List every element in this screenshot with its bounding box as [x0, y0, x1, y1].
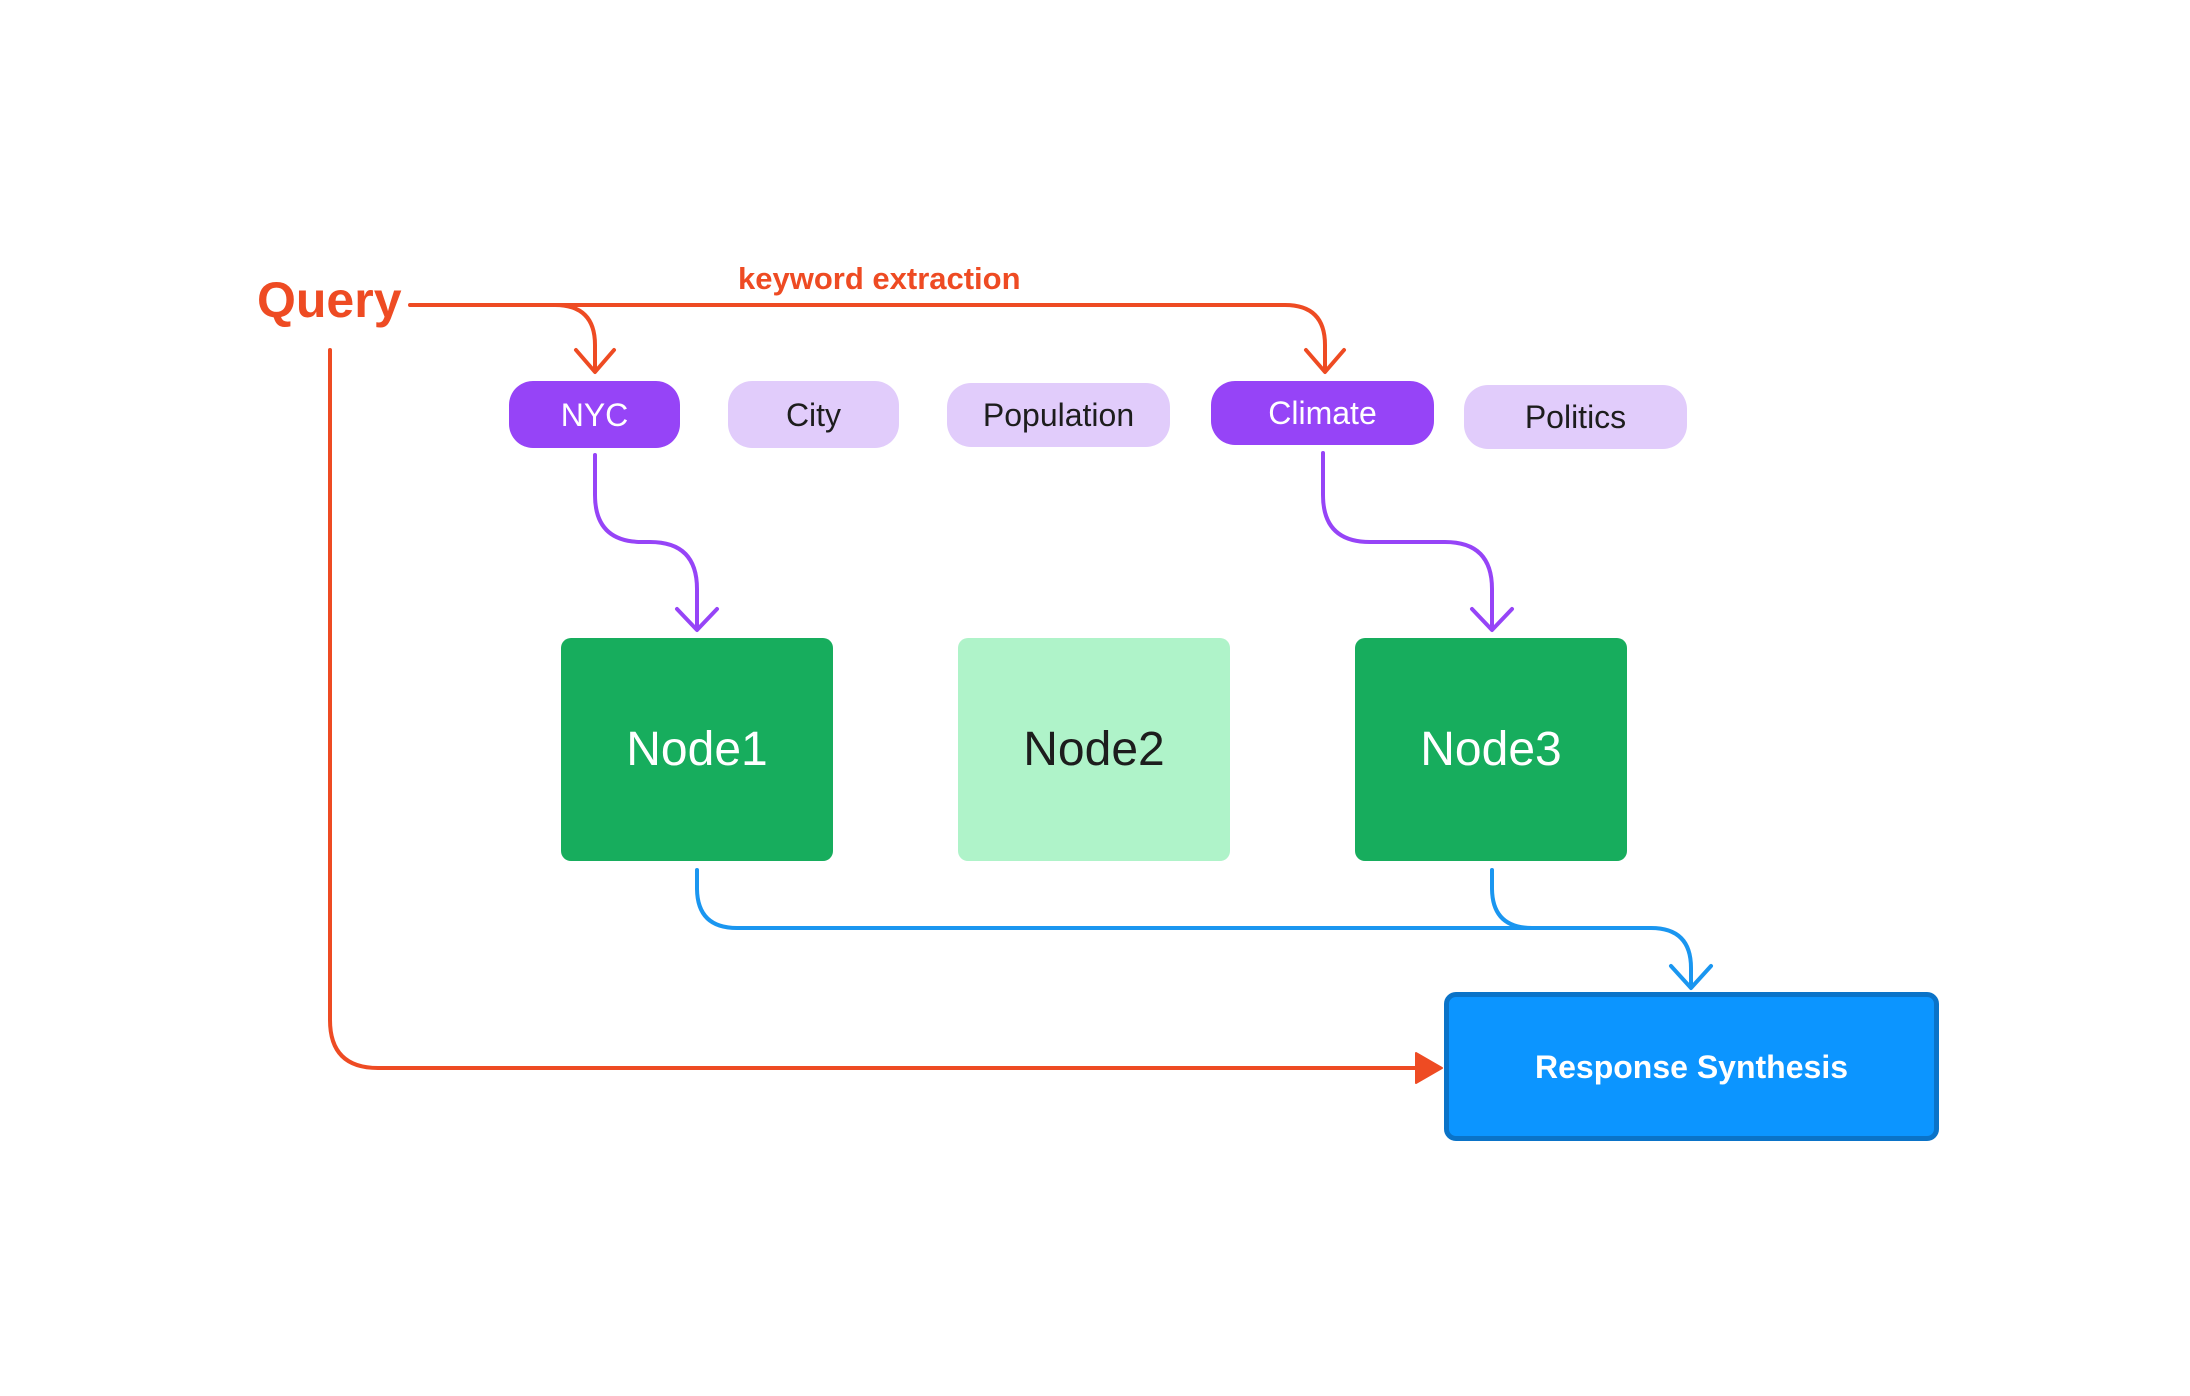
node-2: Node2 [958, 638, 1230, 861]
extraction-arrow-climate [553, 303, 1327, 372]
keyword-climate: Climate [1211, 381, 1434, 445]
nyc-to-node1-arrowhead [675, 607, 719, 632]
climate-to-node3-arrow [1321, 451, 1494, 630]
query-label: Query [257, 272, 402, 328]
keyword-politics: Politics [1464, 385, 1687, 449]
node-3: Node3 [1355, 638, 1627, 861]
nyc-to-node1-arrow [593, 453, 699, 630]
node3-to-synthesis-arrow [1490, 868, 1534, 930]
keyword-city: City [728, 381, 899, 448]
keyword-nyc: NYC [509, 381, 680, 448]
query-to-synthesis-arrowhead [1415, 1052, 1443, 1084]
extraction-arrowhead-nyc [574, 348, 616, 374]
extraction-arrow-nyc [408, 303, 597, 372]
keyword-population: Population [947, 383, 1170, 447]
node1-to-synthesis-arrow [695, 868, 1693, 988]
response-synthesis-label: Response Synthesis [1535, 1048, 1848, 1085]
extraction-arrowhead-climate [1304, 348, 1346, 374]
nodes-to-synthesis-arrowhead [1669, 964, 1713, 990]
keyword-extraction-label: keyword extraction [738, 261, 1021, 296]
query-to-synthesis-arrow [328, 348, 1422, 1070]
response-synthesis-box: Response Synthesis [1444, 992, 1939, 1141]
climate-to-node3-arrowhead [1470, 607, 1514, 632]
node-1: Node1 [561, 638, 833, 861]
